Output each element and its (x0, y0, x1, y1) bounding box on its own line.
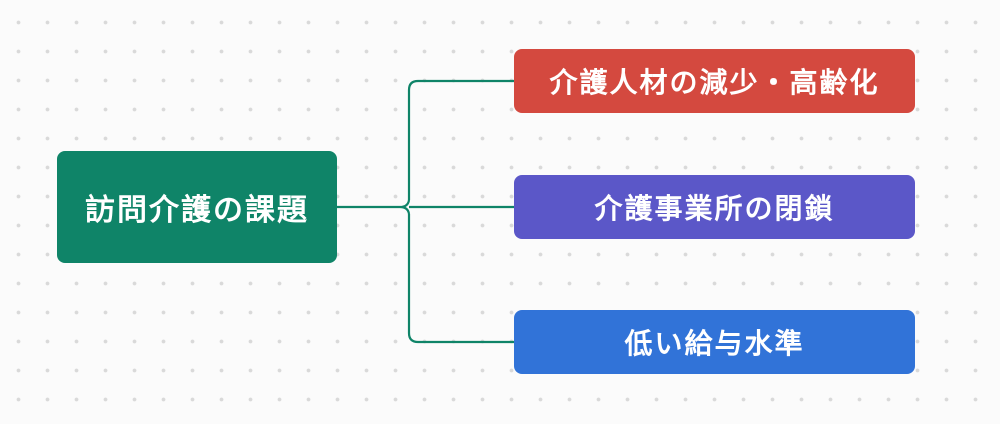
subtopic-low-wages-label: 低い給与水準 (624, 327, 805, 360)
connector-spine-bottom (407, 214, 514, 344)
root-topic: 訪問介護の課題 (57, 151, 337, 263)
subtopic-staff-shortage: 介護人材の減少・高齢化 (514, 49, 915, 113)
subtopic-office-closures: 介護事業所の閉鎖 (514, 175, 915, 239)
connector-junction (399, 199, 411, 215)
subtopic-office-closures-label: 介護事業所の閉鎖 (594, 192, 835, 225)
root-topic-label: 訪問介護の課題 (85, 193, 309, 228)
subtopic-staff-shortage-label: 介護人材の減少・高齢化 (549, 66, 880, 99)
connector-spine-top (407, 79, 514, 200)
subtopic-low-wages: 低い給与水準 (514, 310, 915, 374)
